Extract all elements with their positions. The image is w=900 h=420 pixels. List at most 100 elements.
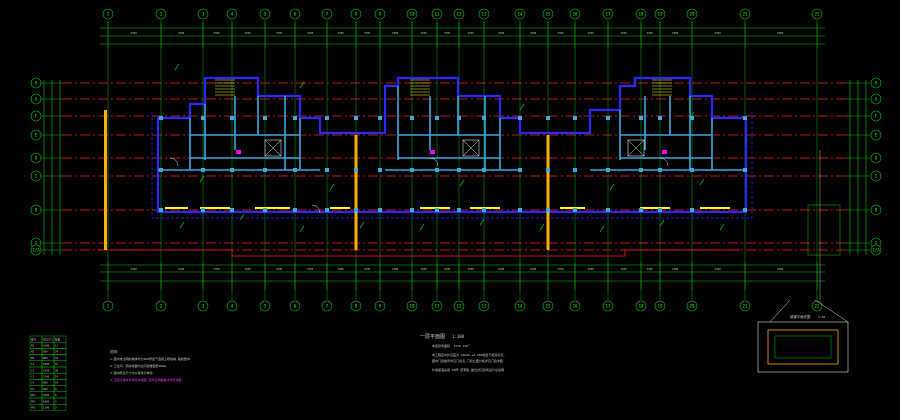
top-dim-text: 3300 [498,31,505,35]
axis-bubble-label: G [875,97,878,102]
bottom-axis-bubble: 17 [602,300,614,312]
axis-bubble-label: E [35,133,38,138]
column-square [573,168,577,172]
axis-bubble-label: D [875,156,878,161]
axis-bubble-label: 21 [742,12,748,17]
column-square [518,208,522,212]
axis-bubble-circle [870,77,882,89]
bottom-axis-bubble: 3 [197,300,209,312]
top-axis-bubble: 2 [155,8,167,20]
axis-bubble-circle [811,300,823,312]
column-square [546,116,550,120]
annotation-leader [299,225,305,233]
column-square [410,208,414,212]
plan-scale: 1:100 [452,334,465,339]
elevator-shaft [264,139,282,157]
column-square [518,168,522,172]
annotation-leader [239,213,245,221]
column-square [743,208,747,212]
column-square [658,116,662,120]
column-square [639,116,643,120]
table-cell-text: FM1 [31,399,36,403]
plan-title: 一层平面图 [420,334,445,340]
table-cell-text: 18 [55,356,59,360]
bottom-dim-text: 3300 [214,267,221,271]
table-cell-text: 1200 [43,406,50,410]
axis-bubble-circle [739,8,751,20]
axis-bubble-circle [350,300,362,312]
axis-bubble-circle [870,152,882,164]
detail-title: 坡道平面详图 [790,314,811,319]
axis-bubble-circle [686,8,698,20]
axis-bubble-label: 8 [355,304,358,309]
annotation-leader [174,63,180,71]
axis-bubble-label: C [35,174,38,179]
axis-bubble-circle [431,8,443,20]
top-axis-bubble: 21 [739,8,751,20]
column-square [201,208,205,212]
axis-bubble-circle [197,300,209,312]
column-square [435,168,439,172]
table-cell-text: 数量 [55,337,61,341]
bottom-axis-bubble: 2 [155,300,167,312]
top-axis-bubble: 10 [406,8,418,20]
column-square [606,168,610,172]
axis-bubble-label: H [875,81,878,86]
right-axis-bubble: G [870,93,882,105]
annotation-leader [179,221,185,229]
right-axis-bubble: 1/A [870,244,882,256]
axis-bubble-circle [654,8,666,20]
axis-bubble-label: 4 [231,12,234,17]
axis-bubble-circle [102,8,114,20]
column-square [435,208,439,212]
axis-bubble-circle [30,152,42,164]
annotation-leader [659,219,665,227]
column-square [230,208,234,212]
top-dim-text: 3300 [307,31,314,35]
table-cell-text: M2 [31,350,35,354]
center-note-3: 图中门窗编号详见门窗表,门窗立面分格详见门窗详图. [432,358,505,363]
note-line-3: 3.图中所注尺寸均以毫米为单位. [110,370,155,375]
note-line-4: 4.空调冷凝水管详见水施图,室外空调板做法详见详图. [110,377,183,382]
table-cell-text: 14 [55,375,59,379]
left-axis-bubble: F [30,110,42,122]
axis-bubble-circle [350,8,362,20]
axis-bubble-circle [30,93,42,105]
table-cell-text: 900 [43,350,48,354]
bottom-axis-bubble: 21 [739,300,751,312]
ramp-detail-drawing [757,150,849,373]
column-square [325,208,329,212]
table-cell-text: 3 [55,406,57,410]
column-square [743,168,747,172]
axis-bubble-label: 16 [572,304,578,309]
column-square [482,168,486,172]
elevator-cross [264,139,282,157]
annotation-leader [699,178,705,186]
column-square [518,116,522,120]
structural-columns [104,110,747,250]
table-cell-text: FM2 [31,406,36,410]
axis-bubble-circle [406,8,418,20]
table-cell-text: C4 [31,381,35,385]
top-dim-text: 3300 [245,31,252,35]
bottom-axis-bubble: 7 [321,300,333,312]
bottom-dim-text: 3300 [468,267,475,271]
table-cell-text: M3 [31,356,35,360]
annotation-leader [599,225,605,233]
table-cell-text: C1 [31,362,35,366]
bottom-dim-text: 3300 [307,267,314,271]
axis-bubble-circle [870,93,882,105]
column-square [378,168,382,172]
top-dim-text: 3300 [392,31,399,35]
axis-bubble-circle [30,170,42,182]
axis-bubble-label: 17 [605,304,611,309]
column-shaft [354,135,358,250]
top-dim-text: 3300 [131,31,138,35]
column-square [263,208,267,212]
annotation-leader [539,223,545,231]
axis-bubble-circle [30,244,42,256]
column-square [378,116,382,120]
